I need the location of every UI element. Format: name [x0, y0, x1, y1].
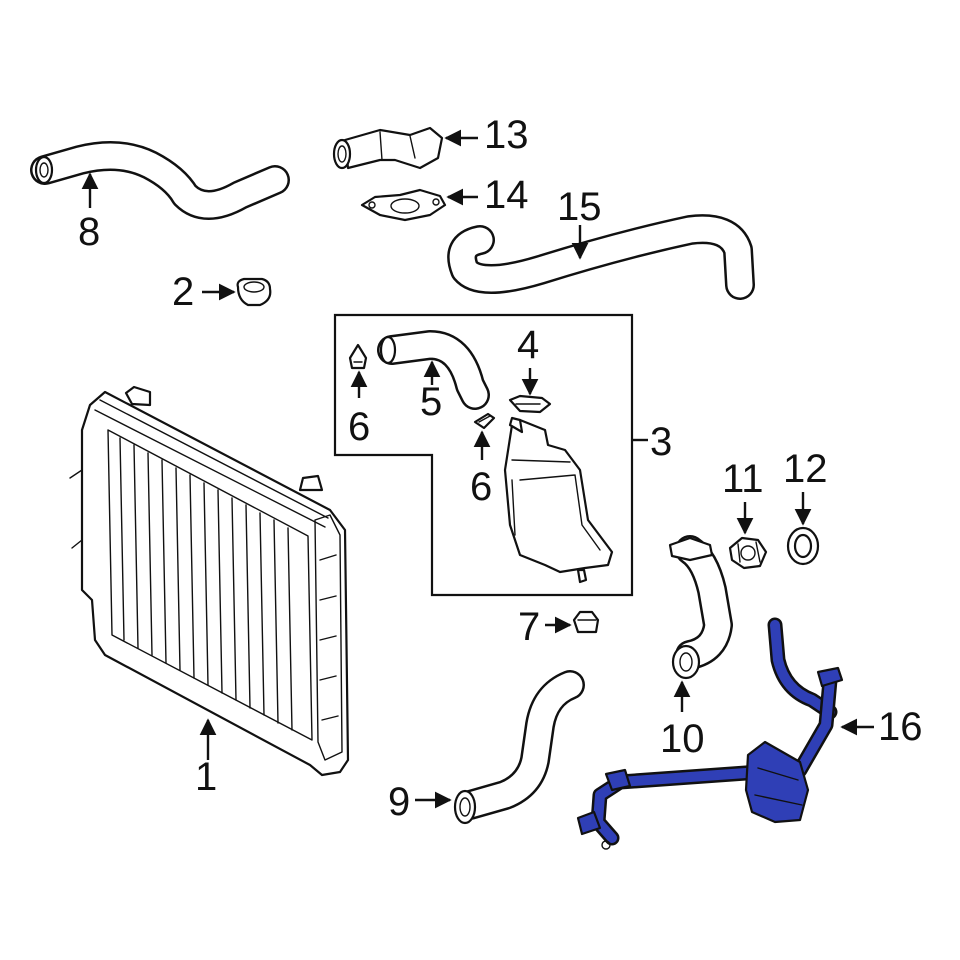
overflow-hose-part[interactable] [377, 330, 490, 410]
callout-6b: 6 [470, 430, 492, 509]
callout-label-14: 14 [484, 173, 529, 217]
callout-label-9: 9 [388, 780, 410, 824]
callout-label-11: 11 [722, 457, 764, 501]
radiator-cap-part[interactable] [236, 277, 272, 307]
callout-6a: 6 [348, 370, 370, 449]
callout-label-2: 2 [172, 270, 194, 314]
callout-label-1: 1 [195, 755, 217, 799]
callout-label-12: 12 [783, 447, 828, 491]
callout-10: 10 [660, 680, 705, 761]
callout-label-10: 10 [660, 717, 705, 761]
lower-radiator-hose-part[interactable] [453, 670, 585, 825]
callout-label-15: 15 [557, 185, 602, 229]
reservoir-cap-part[interactable] [508, 394, 552, 414]
callout-label-4: 4 [517, 323, 539, 367]
callout-15: 15 [557, 185, 602, 260]
callout-8: 8 [78, 172, 100, 254]
callout-label-6a: 6 [348, 405, 370, 449]
callout-label-16: 16 [878, 705, 923, 749]
callout-11: 11 [722, 457, 764, 535]
callout-5: 5 [420, 360, 442, 424]
callout-9: 9 [388, 780, 452, 824]
callout-label-6b: 6 [470, 465, 492, 509]
callout-16: 16 [840, 705, 923, 749]
callout-label-3: 3 [650, 420, 672, 464]
hose-clip-part-a[interactable] [348, 343, 368, 370]
callout-label-5: 5 [420, 380, 442, 424]
upper-radiator-hose-part[interactable] [30, 141, 290, 220]
callout-label-7: 7 [518, 605, 540, 649]
callout-12: 12 [783, 447, 828, 526]
callout-13: 13 [444, 113, 529, 157]
radiator-part[interactable] [69, 385, 350, 777]
drain-plug-part[interactable] [572, 610, 600, 634]
thermostat-gasket-part[interactable] [786, 526, 820, 566]
callout-7: 7 [518, 605, 572, 649]
water-outlet-gasket-part[interactable] [360, 188, 447, 222]
thermostat-part[interactable] [728, 536, 768, 570]
callout-label-8: 8 [78, 210, 100, 254]
callout-3: 3 [632, 420, 672, 464]
reservoir-assembly-box [333, 313, 634, 597]
callout-1: 1 [195, 718, 217, 799]
callout-2: 2 [172, 270, 236, 314]
coolant-reservoir-tank[interactable] [503, 416, 614, 584]
callout-4: 4 [517, 323, 539, 396]
water-inlet-part[interactable] [668, 535, 733, 680]
coolant-pipe-part-highlighted[interactable] [576, 617, 844, 850]
water-outlet-part[interactable] [332, 126, 444, 170]
bypass-hose-part[interactable] [447, 214, 755, 300]
hose-clip-part-b[interactable] [473, 412, 496, 430]
callout-14: 14 [446, 173, 529, 217]
callout-label-13: 13 [484, 113, 529, 157]
